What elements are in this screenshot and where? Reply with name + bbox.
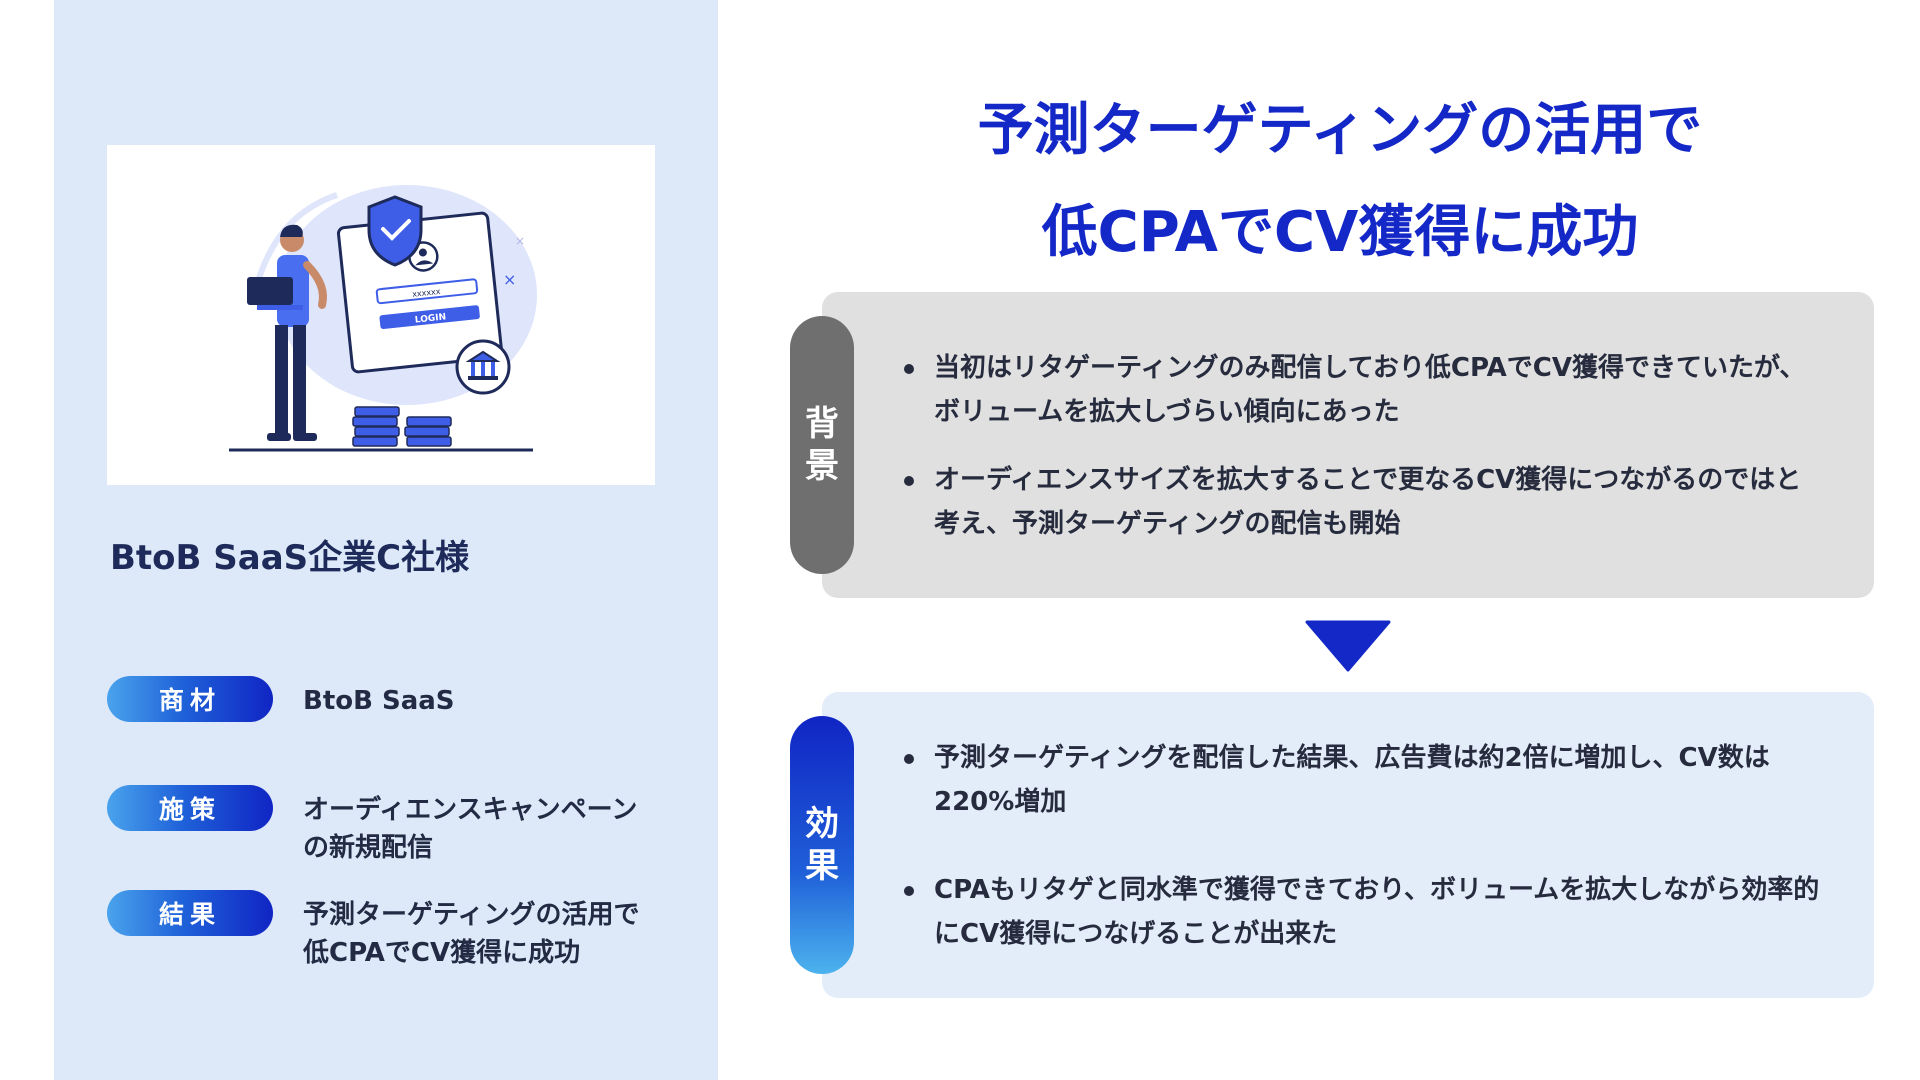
result-box	[822, 692, 1874, 998]
label-pill: 施策	[107, 785, 273, 831]
result-tag: 効 果	[790, 716, 854, 974]
list-item: オーディエンスサイズを拡大することで更なるCV獲得につながるのではと考え、予測タ…	[904, 458, 1824, 546]
info-value: 予測ターゲティングの活用で低CPAでCV獲得に成功	[303, 900, 640, 968]
headline: 予測ターゲティングの活用で 低CPAでCV獲得に成功	[780, 80, 1900, 284]
info-value: BtoB SaaS	[303, 686, 455, 716]
background-box	[822, 292, 1874, 598]
laptop-icon	[247, 277, 303, 310]
list-item: 予測ターゲティングを配信した結果、広告費は約2倍に増加し、CV数は220%増加	[904, 736, 1824, 824]
login-button-label: LOGIN	[414, 312, 446, 325]
info-row-measure: 施策 オーディエンスキャンペーンの新規配信	[107, 785, 667, 865]
list-item: CPAもリタゲと同水準で獲得できており、ボリュームを拡大しながら効率的にCV獲得…	[904, 868, 1824, 956]
info-row-product: 商材 BtoB SaaS	[107, 676, 667, 756]
info-value: オーディエンスキャンペーンの新規配信	[303, 795, 638, 863]
background-tag: 背 景	[790, 316, 854, 574]
login-button-shape	[379, 305, 480, 330]
result-bullets: 予測ターゲティングを配信した結果、広告費は約2倍に増加し、CV数は220%増加 …	[904, 736, 1824, 956]
coin-stacks-icon	[352, 406, 452, 447]
headline-line-2: 低CPAでCV獲得に成功	[1041, 200, 1639, 265]
tag-char: 果	[805, 846, 839, 886]
password-mask: xxxxxx	[412, 287, 441, 299]
tag-char: 効	[805, 804, 839, 844]
tag-char: 背	[805, 404, 839, 444]
svg-text:×: ×	[515, 234, 525, 248]
shield-check-icon	[367, 195, 423, 267]
password-field	[375, 278, 479, 305]
client-name: BtoB SaaS企業C社様	[110, 538, 470, 578]
down-arrow-icon	[1305, 620, 1391, 672]
left-panel: xxxxxx LOGIN × ×	[54, 0, 718, 1080]
headline-line-1: 予測ターゲティングの活用で	[977, 98, 1703, 163]
label-pill: 結果	[107, 890, 273, 936]
login-security-illustration: xxxxxx LOGIN × ×	[229, 185, 537, 452]
tag-char: 景	[805, 446, 839, 486]
background-bullets: 当初はリタゲーティングのみ配信しており低CPAでCV獲得できていたが、ボリューム…	[904, 346, 1824, 546]
label-pill: 商材	[107, 676, 273, 722]
sparkle-icon: ×	[503, 270, 516, 289]
info-row-result: 結果 予測ターゲティングの活用で低CPAでCV獲得に成功	[107, 890, 667, 970]
list-item: 当初はリタゲーティングのみ配信しており低CPAでCV獲得できていたが、ボリューム…	[904, 346, 1824, 434]
case-illustration: xxxxxx LOGIN × ×	[107, 145, 655, 485]
